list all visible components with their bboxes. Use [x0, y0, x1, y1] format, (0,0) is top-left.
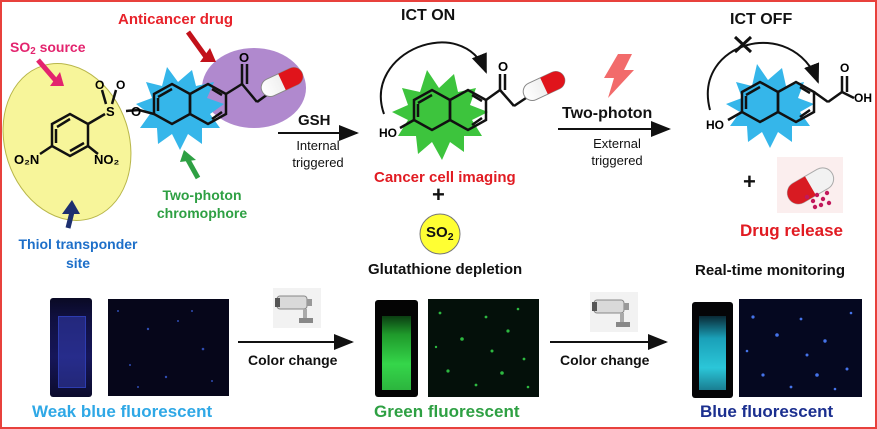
pointer-arrows — [36, 30, 216, 229]
naphthalene-mid — [399, 74, 527, 132]
so2-bubble — [419, 213, 461, 255]
atom-cooh-o: O — [840, 61, 850, 75]
gsh-label: GSH — [298, 112, 331, 129]
ketone-chain-left — [225, 64, 269, 104]
two-photon-label: Two-photon — [562, 105, 653, 122]
plus-icon: + — [432, 182, 445, 207]
ict-on-curve-arrow — [380, 41, 487, 115]
two-photon-chromophore-label: Two-photon chromophore — [156, 187, 248, 221]
real-time-monitoring-label: Real-time monitoring — [695, 262, 846, 279]
drug-circle — [202, 48, 306, 128]
vial-green — [375, 300, 418, 397]
drug-release-capsule-icon — [777, 157, 843, 213]
color-change-label-2: Color change — [560, 352, 650, 368]
micrograph-blue — [739, 299, 862, 397]
atom-carbonyl-mid: O — [498, 59, 509, 74]
atom-no2-right: NO₂ — [94, 152, 120, 167]
blue-starburst-right — [726, 64, 814, 148]
weak-blue-fluorescent-label: Weak blue fluorescent — [32, 402, 213, 421]
drug-release-label: Drug release — [740, 221, 843, 240]
external-triggered-label: External triggered — [591, 136, 643, 168]
atom-o-sulfonate: O — [131, 104, 142, 119]
so2-bubble-label: SO2 — [426, 224, 454, 243]
green-fluorescent-label: Green fluorescent — [374, 402, 520, 421]
lightning-icon — [604, 54, 634, 98]
ict-on-label: ICT ON — [401, 7, 456, 24]
vial-blue — [692, 302, 733, 398]
atom-no2-left: O₂N — [14, 152, 40, 167]
green-starburst — [392, 70, 488, 160]
dinitrobenzene-ring — [39, 89, 155, 158]
naphthalene-right — [727, 76, 855, 124]
naphthalene-left — [152, 82, 228, 126]
blue-fluorescent-label: Blue fluorescent — [700, 402, 834, 421]
micrograph-green — [428, 299, 539, 397]
atom-o-top1: O — [95, 78, 105, 92]
atom-carbonyl-left: O — [239, 50, 250, 65]
vial-weak-blue — [50, 298, 92, 397]
micrograph-weak-blue — [108, 299, 229, 396]
atom-cooh-oh: OH — [854, 91, 872, 105]
glutathione-depletion-label: Glutathione depletion — [368, 261, 523, 278]
camera-icon — [273, 288, 321, 328]
camera-icon-2 — [590, 292, 638, 332]
plus-icon-right: + — [743, 169, 756, 194]
so2-source-label: SO2 source — [10, 39, 86, 58]
ict-off-cross-icon — [733, 35, 753, 54]
cancer-cell-imaging-label: Cancer cell imaging — [374, 169, 516, 186]
ict-off-label: ICT OFF — [730, 11, 793, 28]
atom-ho-mid: HO — [379, 126, 397, 140]
capsule-mid-icon — [522, 71, 566, 101]
ict-off-curve-arrow — [706, 42, 820, 111]
capsule-icon — [260, 67, 304, 97]
atom-ho-right: HO — [706, 118, 724, 132]
atom-s: S — [106, 104, 115, 119]
atom-o-top2: O — [116, 78, 126, 92]
thiol-transponder-label: Thiol transponder site — [18, 236, 138, 271]
internal-triggered-label: Internal triggered — [292, 138, 344, 170]
anticancer-drug-label: Anticancer drug — [118, 11, 234, 28]
color-change-label-1: Color change — [248, 352, 338, 368]
